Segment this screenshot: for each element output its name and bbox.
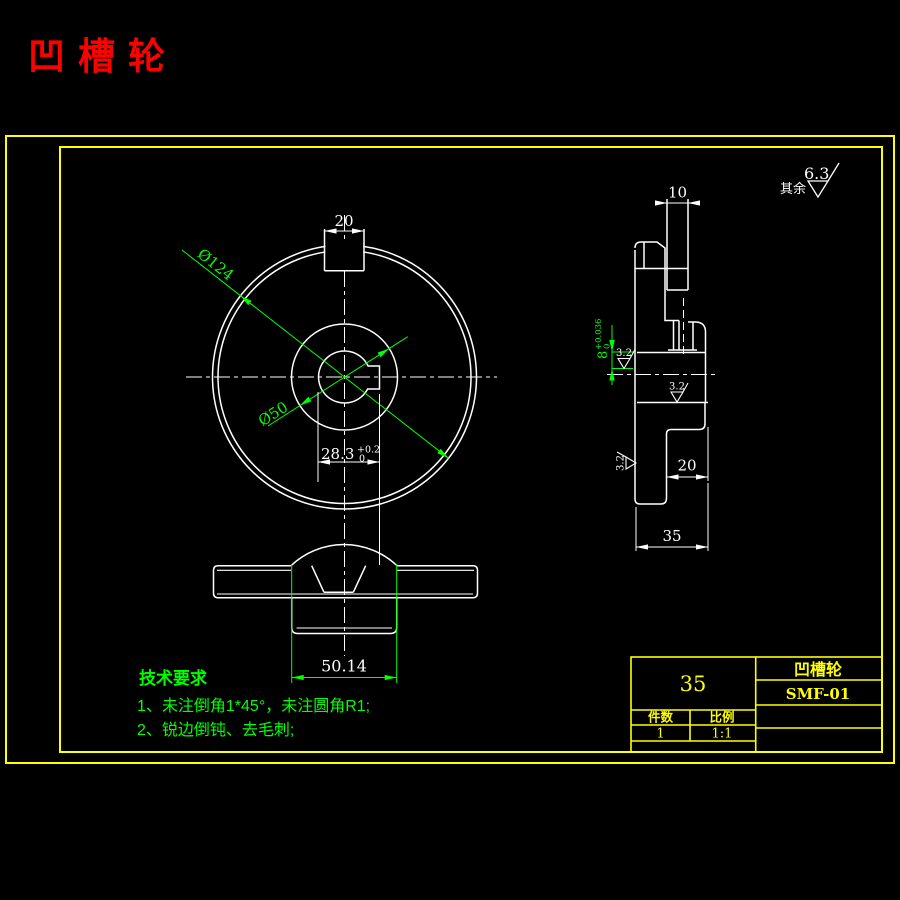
svg-text:3.2: 3.2 xyxy=(669,382,685,393)
surface-finish-value: 6.3 xyxy=(804,164,829,183)
svg-text:20: 20 xyxy=(334,212,353,230)
front-centerlines xyxy=(186,215,497,656)
dim-slot-width: 20 xyxy=(324,212,364,234)
technical-requirements: 技术要求 1、未注倒角1*45°，未注圆角R1; 2、锐边倒钝、去毛刺; xyxy=(137,668,370,739)
surface-finish-note: 其余 6.3 xyxy=(780,162,840,199)
tech-req-item-1: 1、未注倒角1*45°，未注圆角R1; xyxy=(137,697,370,715)
slot-erase xyxy=(325,241,364,270)
dim-hub-step: 20 xyxy=(666,427,709,481)
dim-keyway-width: 8 +0.036 0 xyxy=(594,319,633,385)
dim-boss-diameter: Ø50 xyxy=(255,336,408,430)
title-block-part-name: 凹槽轮 xyxy=(794,660,842,679)
title-block-drawing-number: SMF-01 xyxy=(786,685,851,703)
svg-text:3.2: 3.2 xyxy=(616,348,632,359)
svg-text:8: 8 xyxy=(596,351,611,359)
svg-text:0: 0 xyxy=(603,344,613,349)
tech-req-item-2: 2、锐边倒钝、去毛刺; xyxy=(137,721,294,739)
roughness-mark-1: 3.2 xyxy=(616,348,636,370)
surface-finish-prefix: 其余 xyxy=(780,181,806,196)
svg-text:0: 0 xyxy=(359,454,365,465)
side-centerlines xyxy=(607,298,717,375)
svg-text:28.3: 28.3 xyxy=(321,445,354,463)
sheet-frame xyxy=(5,135,895,764)
svg-text:+0.036: +0.036 xyxy=(594,319,604,350)
dim-thickness: 35 xyxy=(635,483,709,551)
svg-text:10: 10 xyxy=(668,184,687,202)
svg-text:+0.2: +0.2 xyxy=(357,445,380,456)
title-block-qty-value: 1 xyxy=(656,727,664,742)
svg-text:3.2: 3.2 xyxy=(616,455,627,471)
top-slot xyxy=(323,229,365,272)
svg-text:35: 35 xyxy=(662,527,681,545)
side-view: 10 8 +0.036 0 20 35 xyxy=(594,184,717,551)
tech-req-heading: 技术要求 xyxy=(139,668,207,688)
side-geometry xyxy=(634,199,708,505)
roughness-icon xyxy=(806,162,840,199)
dim-tab-width: 10 xyxy=(655,184,700,206)
title-block-material: 35 xyxy=(680,672,707,696)
svg-text:20: 20 xyxy=(677,457,696,475)
title-block: 35 件数 比例 1 1:1 凹槽轮 SMF-01 xyxy=(630,656,883,753)
title-block-scale-value: 1:1 xyxy=(712,727,733,742)
bottom-inner-lines xyxy=(217,569,474,629)
front-view: 20 Ø124 Ø50 28.3 +0.2 0 xyxy=(181,212,497,656)
bottom-geometry xyxy=(212,543,479,635)
title-block-qty-label: 件数 xyxy=(648,710,674,725)
roughness-mark-2: 3.2 xyxy=(669,382,689,404)
roughness-mark-3: 3.2 xyxy=(616,451,638,471)
frame-outer xyxy=(5,135,895,764)
svg-text:Ø50: Ø50 xyxy=(255,398,291,430)
title-block-scale-label: 比例 xyxy=(709,710,734,725)
page-title: 凹槽轮 xyxy=(28,36,178,77)
title-block-grid xyxy=(630,656,883,753)
svg-text:50.14: 50.14 xyxy=(321,657,367,676)
frame-inner xyxy=(59,146,883,753)
dim-keyway-depth: 28.3 +0.2 0 xyxy=(317,392,380,565)
bottom-view: 50.14 xyxy=(212,543,479,683)
dim-boss-width: 50.14 xyxy=(291,564,398,683)
